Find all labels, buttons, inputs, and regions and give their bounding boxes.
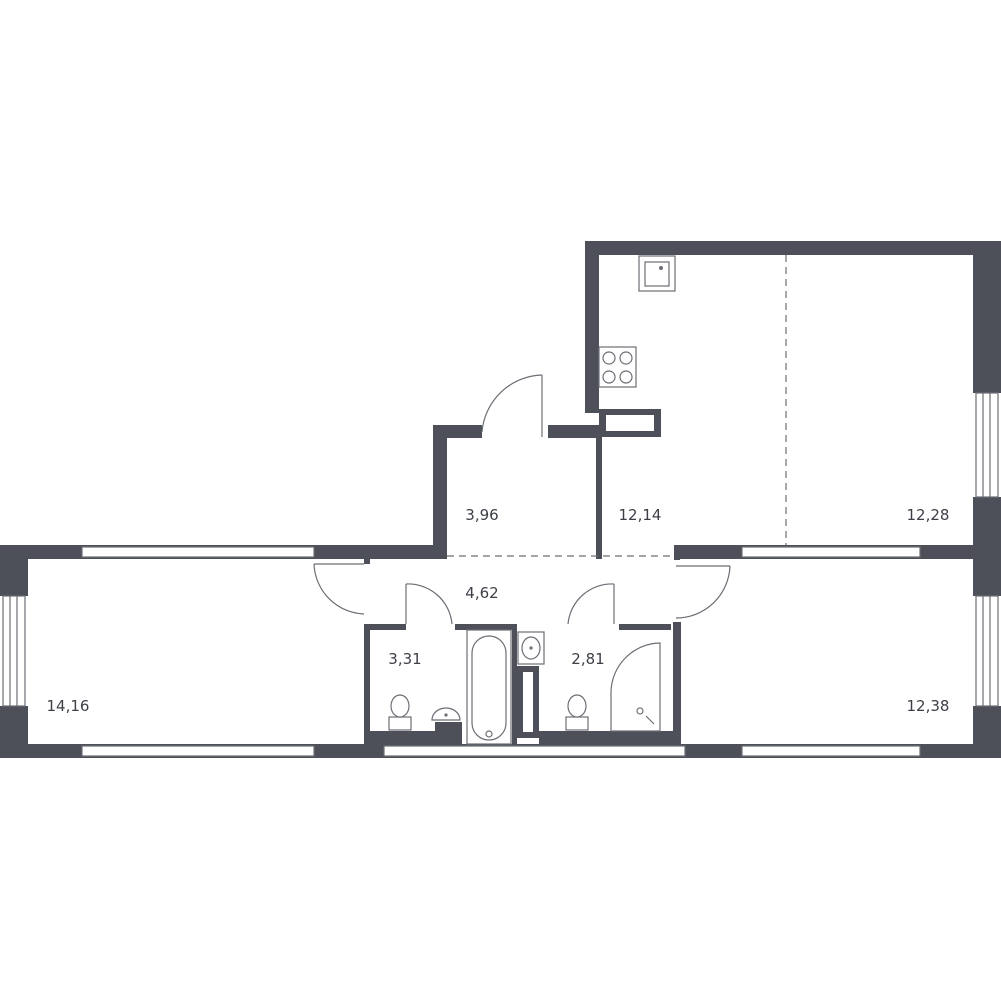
wall-bath2-top bbox=[619, 624, 671, 630]
bath2-ledge bbox=[539, 731, 673, 744]
stove-icon bbox=[598, 346, 637, 388]
wall-entry-top-left bbox=[433, 425, 482, 438]
door-icon bbox=[313, 563, 365, 615]
room-area-bathroom-2: 2,81 bbox=[571, 650, 604, 668]
doors bbox=[313, 374, 731, 625]
bath1-ledge-b bbox=[435, 722, 462, 744]
wall-bath-divider bbox=[512, 624, 517, 744]
window-icon bbox=[741, 745, 921, 757]
room-area-living: 12,28 bbox=[907, 506, 950, 524]
door-icon bbox=[675, 565, 731, 619]
toilet-icon bbox=[388, 694, 412, 731]
wall-right-lower-a bbox=[973, 545, 1001, 596]
room-area-bedroom-left: 14,16 bbox=[47, 697, 90, 715]
wall-bath1-top-a bbox=[364, 624, 406, 630]
room-area-entry: 3,96 bbox=[465, 506, 498, 524]
windows bbox=[2, 392, 999, 757]
toilet-icon bbox=[565, 694, 589, 731]
bathtub-icon bbox=[466, 629, 512, 745]
fixtures bbox=[388, 255, 676, 745]
bath1-ledge-a bbox=[370, 731, 435, 744]
room-area-kitchen: 12,14 bbox=[619, 506, 662, 524]
kitchen-counter-niche bbox=[606, 415, 654, 431]
window-icon bbox=[383, 745, 686, 757]
wall-bath1-left bbox=[364, 624, 370, 744]
shower-icon bbox=[610, 642, 661, 732]
wall-bath1-top-b bbox=[455, 624, 515, 630]
area-labels: 12,14 12,28 3,96 4,62 3,31 2,81 14,16 12… bbox=[47, 506, 950, 715]
wall-stub-left bbox=[364, 559, 370, 564]
door-icon bbox=[405, 583, 453, 625]
zone-dividers bbox=[447, 255, 787, 557]
washbasin-icon bbox=[517, 631, 545, 665]
wall-stub-right bbox=[674, 545, 680, 560]
shaft-void bbox=[523, 672, 533, 732]
wall-left-upper bbox=[585, 241, 599, 413]
room-area-hallway: 4,62 bbox=[465, 584, 498, 602]
window-icon bbox=[81, 745, 315, 757]
wall-top-upper bbox=[585, 241, 1001, 255]
window-icon bbox=[741, 546, 921, 558]
door-icon bbox=[481, 374, 543, 437]
window-icon bbox=[81, 546, 315, 558]
sink-icon bbox=[638, 255, 676, 292]
wall-bath2-right bbox=[673, 622, 681, 744]
wall-right-upper-a bbox=[973, 241, 1001, 393]
wall-left-a bbox=[0, 545, 28, 596]
window-icon bbox=[975, 595, 999, 707]
wall-entry-top-right bbox=[548, 425, 596, 438]
window-icon bbox=[2, 595, 26, 707]
room-area-bedroom-right: 12,38 bbox=[907, 697, 950, 715]
room-area-bathroom-1: 3,31 bbox=[388, 650, 421, 668]
washbasin-icon bbox=[431, 707, 461, 721]
door-icon bbox=[567, 583, 615, 625]
window-icon bbox=[975, 392, 999, 498]
wall-kitchen-divider bbox=[596, 425, 602, 559]
wall-entry-left bbox=[433, 425, 447, 547]
